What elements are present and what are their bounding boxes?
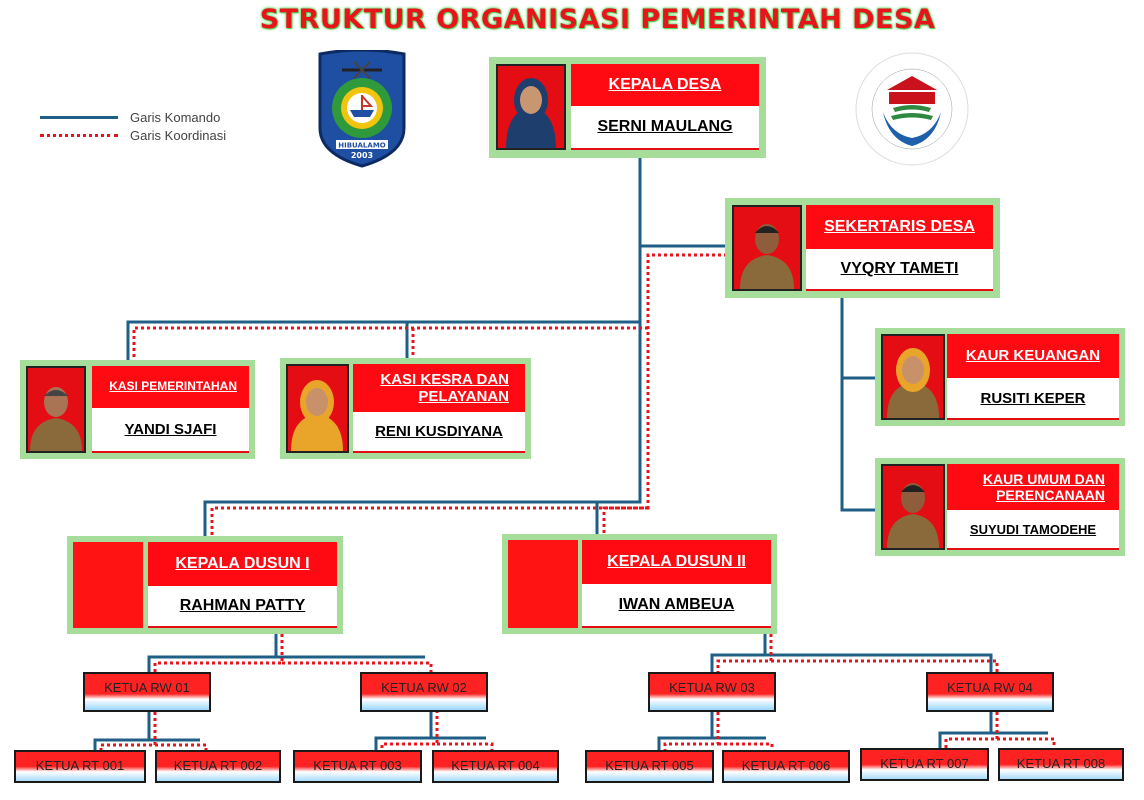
- command-line-swatch: [40, 115, 118, 119]
- kepala-desa-name: SERNI MAULANG: [571, 106, 759, 150]
- kepala-dusun-1-photo: [73, 542, 143, 628]
- kasi-pemerintahan-photo: [26, 366, 86, 453]
- sekretaris-desa-name: VYQRY TAMETI: [806, 249, 993, 291]
- command-line: [765, 653, 993, 672]
- kaur-umum-card: KAUR UMUM DAN PERENCANAAN SUYUDI TAMODEH…: [875, 458, 1125, 556]
- sekretaris-desa-photo: [732, 205, 802, 291]
- page-title: STRUKTUR ORGANISASI PEMERINTAH DESA: [259, 4, 936, 35]
- ketua-rt-001-box: KETUA RT 001: [14, 750, 146, 783]
- ketua-rt-006-box: KETUA RT 006: [722, 750, 850, 783]
- kepala-dusun-2-card: KEPALA DUSUN II IWAN AMBEUA: [502, 534, 777, 634]
- sekretaris-desa-card: SEKERTARIS DESA VYQRY TAMETI: [725, 198, 1000, 298]
- coordination-line: [718, 742, 774, 750]
- coordination-line: [437, 742, 494, 750]
- sekretaris-desa-role: SEKERTARIS DESA: [806, 205, 993, 249]
- coordination-line: [997, 737, 1056, 748]
- kepala-dusun-2-photo: [508, 540, 578, 628]
- crest-year-text: 2003: [351, 151, 373, 160]
- ketua-rt-003-box: KETUA RT 003: [293, 750, 422, 783]
- kepala-dusun-1-card: KEPALA DUSUN I RAHMAN PATTY: [67, 536, 343, 634]
- kepala-dusun-1-name: RAHMAN PATTY: [148, 586, 337, 628]
- coordination-line: [132, 326, 648, 360]
- command-line: [147, 634, 278, 672]
- kasi-kesra-card: KASI KESRA DAN PELAYANAN RENI KUSDIYANA: [280, 358, 531, 459]
- coordination-line: [944, 712, 999, 748]
- ketua-rw-04-box: KETUA RW 04: [926, 672, 1054, 712]
- kasi-pemerintahan-card: KASI PEMERINTAHAN YANDI SJAFI: [20, 360, 255, 459]
- coordination-line: [153, 634, 284, 672]
- coordination-line: [716, 634, 773, 672]
- ketua-rw-02-box: KETUA RW 02: [360, 672, 488, 712]
- ketua-rt-007-box: KETUA RT 007: [860, 748, 989, 781]
- kepala-desa-role: KEPALA DESA: [571, 64, 759, 106]
- kepala-dusun-2-name: IWAN AMBEUA: [582, 584, 771, 628]
- kepala-dusun-1-role: KEPALA DUSUN I: [148, 542, 337, 586]
- command-line: [657, 712, 714, 750]
- command-line: [595, 500, 640, 536]
- kasi-pemerintahan-role: KASI PEMERINTAHAN: [92, 366, 249, 408]
- kepala-dusun-2-role: KEPALA DUSUN II: [582, 540, 771, 584]
- command-line: [93, 712, 151, 750]
- kaur-umum-name: SUYUDI TAMODEHE: [947, 510, 1119, 550]
- command-line: [840, 298, 877, 380]
- kaur-keuangan-card: KAUR KEUANGAN RUSITI KEPER: [875, 328, 1125, 426]
- kasi-kesra-photo: [286, 364, 349, 453]
- kaur-umum-role: KAUR UMUM DAN PERENCANAAN: [947, 464, 1119, 510]
- command-line: [126, 320, 640, 360]
- coordination-line: [663, 712, 720, 750]
- kepala-desa-photo: [496, 64, 566, 150]
- ketua-rt-004-box: KETUA RT 004: [432, 750, 559, 783]
- kaur-keuangan-photo: [881, 334, 945, 420]
- coordination-line: [99, 712, 157, 750]
- command-line: [203, 158, 642, 538]
- ketua-rt-002-box: KETUA RT 002: [155, 750, 281, 783]
- coordination-line: [771, 659, 999, 672]
- legend-coordination-label: Garis Koordinasi: [130, 127, 227, 143]
- kaur-keuangan-role: KAUR KEUANGAN: [947, 334, 1119, 378]
- ketua-rt-008-box: KETUA RT 008: [998, 748, 1124, 781]
- village-crest-logo: HIBUALAMO 2003: [318, 50, 406, 168]
- kasi-pemerintahan-name: YANDI SJAFI: [92, 408, 249, 453]
- legend-command-label: Garis Komando: [130, 109, 221, 125]
- kasi-kesra-role: KASI KESRA DAN PELAYANAN: [353, 364, 525, 412]
- kepala-desa-card: KEPALA DESA SERNI MAULANG: [489, 57, 766, 158]
- ketua-rt-005-box: KETUA RT 005: [585, 750, 714, 783]
- kaur-keuangan-name: RUSITI KEPER: [947, 378, 1119, 420]
- command-line: [710, 634, 767, 672]
- kaur-umum-photo: [881, 464, 945, 550]
- ministry-logo: [855, 52, 969, 166]
- coordination-line: [282, 661, 433, 672]
- command-line: [938, 712, 993, 748]
- command-line: [374, 710, 433, 750]
- coordination-line: [602, 506, 648, 536]
- crest-banner-text: HIBUALAMO: [338, 142, 386, 150]
- ketua-rw-03-box: KETUA RW 03: [648, 672, 776, 712]
- coordination-line-swatch: [40, 133, 118, 137]
- legend: Garis Komando Garis Koordinasi: [40, 108, 226, 144]
- coordination-line: [155, 743, 208, 750]
- command-line: [840, 378, 877, 512]
- coordination-line: [380, 710, 439, 750]
- kasi-kesra-name: RENI KUSDIYANA: [353, 412, 525, 453]
- ketua-rw-01-box: KETUA RW 01: [83, 672, 211, 712]
